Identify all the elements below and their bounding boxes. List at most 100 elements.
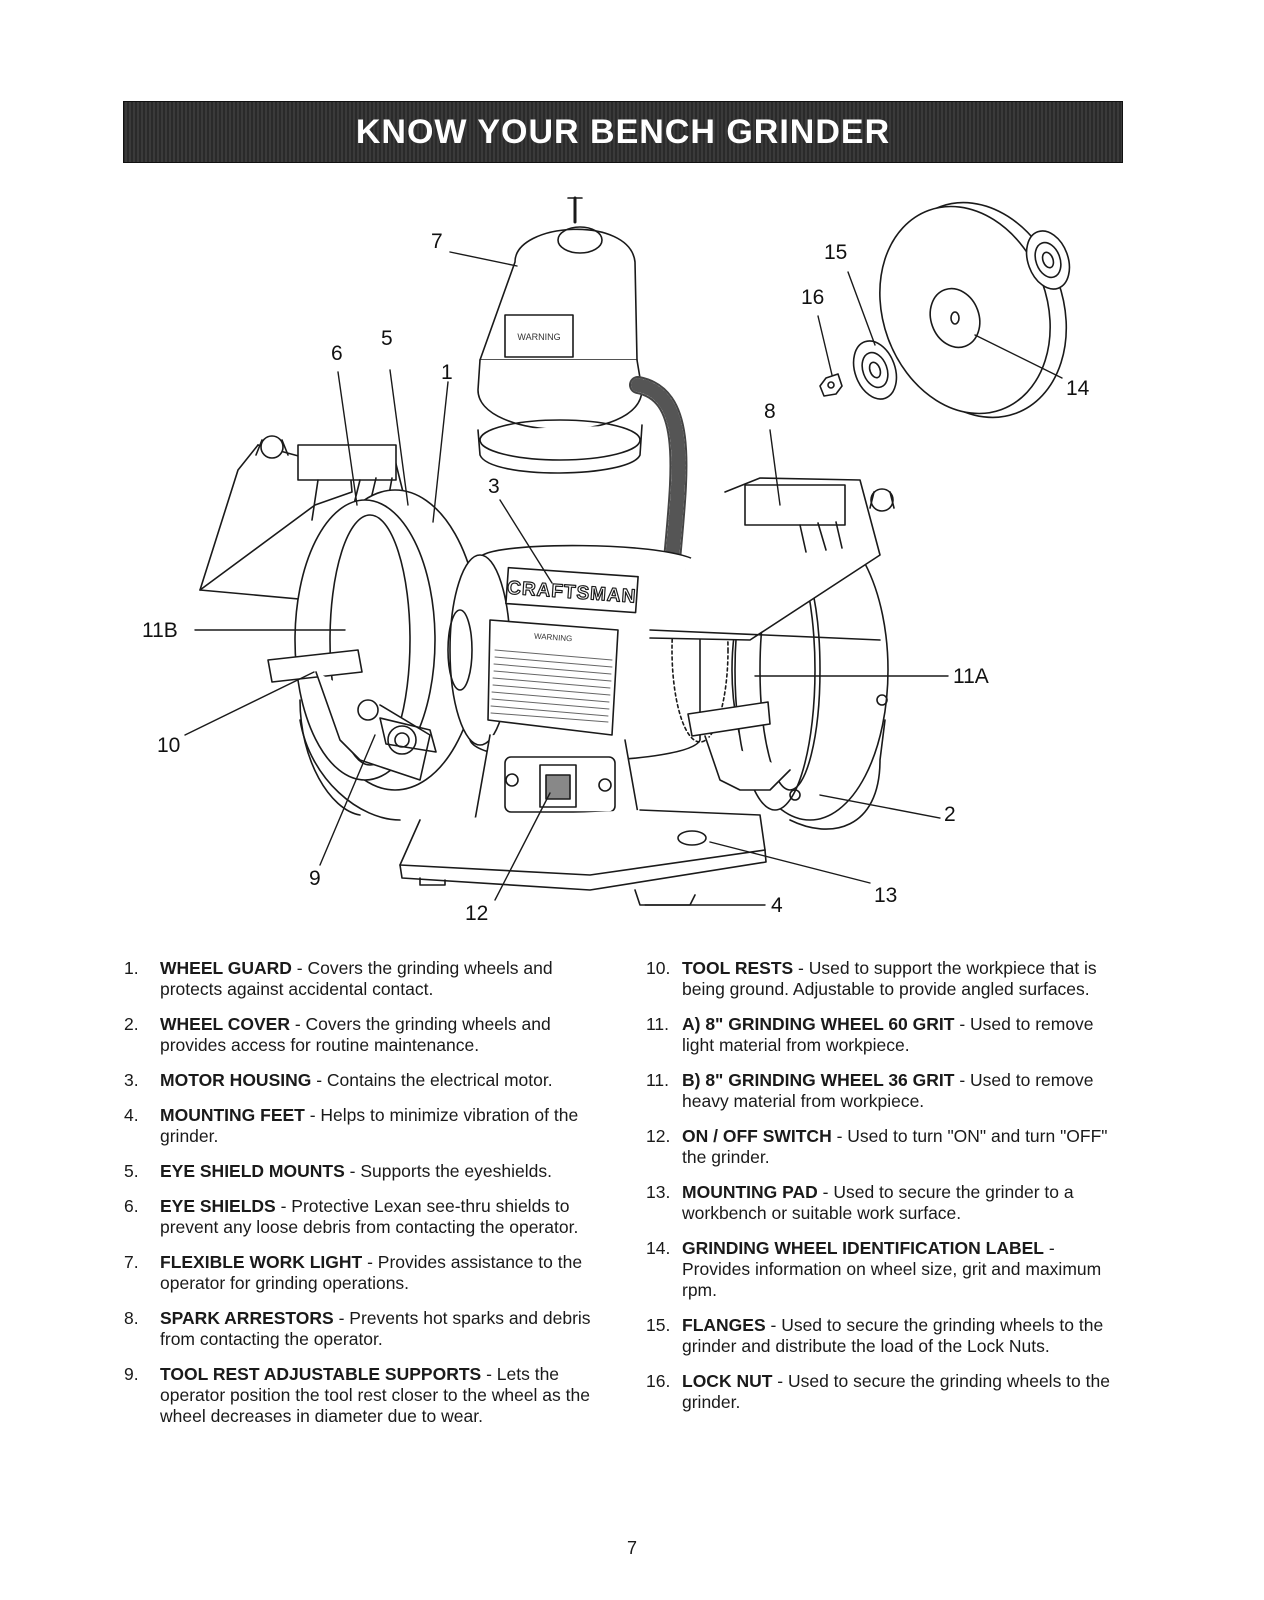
callout-11a: 11A <box>953 665 989 688</box>
callout-7: 7 <box>431 230 443 253</box>
work-light-illustration: WARNING <box>477 196 643 474</box>
legend-item-number: 15. <box>646 1315 671 1335</box>
legend-item: 4.MOUNTING FEET - Helps to minimize vibr… <box>124 1105 579 1146</box>
section-banner: KNOW YOUR BENCH GRINDER <box>123 101 1123 163</box>
legend-item-number: 7. <box>124 1252 139 1272</box>
legend-item-term: TOOL RESTS <box>682 958 794 978</box>
legend-item: 6.EYE SHIELDS - Protective Lexan see-thr… <box>124 1196 579 1237</box>
legend-item-number: 3. <box>124 1070 139 1090</box>
legend-item-number: 8. <box>124 1308 139 1328</box>
callout-8: 8 <box>764 400 776 423</box>
callout-15: 15 <box>824 241 848 264</box>
legend-item-description: Provides assistance to the operator for … <box>160 1252 583 1293</box>
legend-item-number: 11. <box>646 1014 670 1034</box>
left-tool-rest-illustration <box>267 649 437 781</box>
base-illustration <box>399 734 767 906</box>
legend-item-term: FLEXIBLE WORK LIGHT <box>160 1252 363 1272</box>
motor-housing-illustration: CRAFTSMAN WARNING <box>447 544 729 762</box>
callout-13: 13 <box>874 884 898 907</box>
legend-item-description: Provides information on wheel size, grit… <box>682 1259 1102 1300</box>
gooseneck-illustration <box>629 376 688 569</box>
legend-item-term: FLANGES <box>682 1315 766 1335</box>
legend-item: 1.WHEEL GUARD - Covers the grinding whee… <box>124 958 553 999</box>
legend-item-term: MOUNTING PAD <box>682 1182 818 1202</box>
legend-item-term: WHEEL GUARD <box>160 958 292 978</box>
legend-item: 16.LOCK NUT - Used to secure the grindin… <box>646 1371 1110 1412</box>
callout-14: 14 <box>1066 377 1090 400</box>
legend-item: 5.EYE SHIELD MOUNTS - Supports the eyesh… <box>124 1161 552 1181</box>
legend-item-term: ON / OFF SWITCH <box>682 1126 832 1146</box>
body-warning-label: WARNING <box>534 632 573 644</box>
legend-item-description: Used to secure the grinder to a workbenc… <box>682 1182 1074 1223</box>
legend-item: 3.MOTOR HOUSING - Contains the electrica… <box>124 1070 553 1090</box>
callout-10: 10 <box>157 734 181 757</box>
legend-item: 10.TOOL RESTS - Used to support the work… <box>646 958 1097 999</box>
legend-item-description: Used to turn "ON" and turn "OFF" the gri… <box>682 1126 1108 1167</box>
legend-item-number: 14. <box>646 1238 671 1258</box>
legend-item: 2.WHEEL COVER - Covers the grinding whee… <box>124 1014 551 1055</box>
callout-5: 5 <box>381 327 393 350</box>
legend-item-number: 10. <box>646 958 671 978</box>
legend-item-term: LOCK NUT <box>682 1371 773 1391</box>
legend-item-term: A) 8" GRINDING WHEEL 60 GRIT <box>682 1014 955 1034</box>
legend-item-description: Used to secure the grinding wheels to th… <box>682 1371 1110 1412</box>
legend-item-description: Covers the grinding wheels and protects … <box>160 958 553 999</box>
legend-item-number: 16. <box>646 1371 671 1391</box>
callout-2: 2 <box>944 803 956 826</box>
legend-item-term: MOTOR HOUSING <box>160 1070 312 1090</box>
legend-item-term: EYE SHIELD MOUNTS <box>160 1161 345 1181</box>
legend-right-column: 10.TOOL RESTS - Used to support the work… <box>646 958 1126 1427</box>
legend-item-term: B) 8" GRINDING WHEEL 36 GRIT <box>682 1070 955 1090</box>
legend-left-column: 1.WHEEL GUARD - Covers the grinding whee… <box>124 958 604 1441</box>
right-eye-shield-illustration <box>649 477 895 641</box>
callout-16: 16 <box>801 286 825 309</box>
legend-item: 12.ON / OFF SWITCH - Used to turn "ON" a… <box>646 1126 1108 1167</box>
legend-item-description: Supports the eyeshields. <box>360 1161 552 1181</box>
legend-item-description: Lets the operator position the tool rest… <box>160 1364 590 1426</box>
legend-item: 11.A) 8" GRINDING WHEEL 60 GRIT - Used t… <box>646 1014 1094 1055</box>
legend-item-term: EYE SHIELDS <box>160 1196 276 1216</box>
legend-item-number: 1. <box>124 958 139 978</box>
legend-item-term: SPARK ARRESTORS <box>160 1308 334 1328</box>
legend-item-number: 13. <box>646 1182 671 1202</box>
legend-item-description: Protective Lexan see-thru shields to pre… <box>160 1196 579 1237</box>
legend-item-term: TOOL REST ADJUSTABLE SUPPORTS <box>160 1364 482 1384</box>
lamp-warning-label: WARNING <box>517 332 560 342</box>
legend-item-number: 12. <box>646 1126 671 1146</box>
right-tool-rest-illustration <box>687 701 791 791</box>
legend-item-description: Contains the electrical motor. <box>326 1070 553 1090</box>
callout-1: 1 <box>441 361 453 384</box>
legend-item-description: Used to remove light material from workp… <box>682 1014 1094 1055</box>
legend-item-description: Used to support the workpiece that is be… <box>682 958 1097 999</box>
callout-9: 9 <box>309 867 321 890</box>
legend-item: 8.SPARK ARRESTORS - Prevents hot sparks … <box>124 1308 591 1349</box>
legend-item-description: Used to remove heavy material from workp… <box>682 1070 1094 1111</box>
legend-item-number: 9. <box>124 1364 139 1384</box>
callout-6: 6 <box>331 342 343 365</box>
callout-11b: 11B <box>142 619 178 642</box>
legend-item-description: Prevents hot sparks and debris from cont… <box>160 1308 591 1349</box>
legend-item-description: Helps to minimize vibration of the grind… <box>160 1105 579 1146</box>
legend-item: 14.GRINDING WHEEL IDENTIFICATION LABEL -… <box>646 1238 1102 1300</box>
callout-12: 12 <box>465 902 489 925</box>
legend-item: 9.TOOL REST ADJUSTABLE SUPPORTS - Lets t… <box>124 1364 590 1426</box>
legend-item-number: 6. <box>124 1196 139 1216</box>
legend-item: 15.FLANGES - Used to secure the grinding… <box>646 1315 1104 1356</box>
callout-3: 3 <box>488 475 500 498</box>
legend-item-number: 2. <box>124 1014 139 1034</box>
legend-item-number: 11. <box>646 1070 670 1090</box>
legend-item-term: GRINDING WHEEL IDENTIFICATION LABEL <box>682 1238 1044 1258</box>
section-title: KNOW YOUR BENCH GRINDER <box>355 113 891 151</box>
legend-item-number: 4. <box>124 1105 139 1125</box>
legend-item-term: MOUNTING FEET <box>160 1105 305 1125</box>
leader-lines <box>184 251 1063 906</box>
legend-item: 7.FLEXIBLE WORK LIGHT - Provides assista… <box>124 1252 583 1293</box>
legend-item-description: Covers the grinding wheels and provides … <box>160 1014 551 1055</box>
legend-item-description: Used to secure the grinding wheels to th… <box>682 1315 1104 1356</box>
exploded-wheel-illustration <box>819 201 1071 419</box>
legend-item: 11.B) 8" GRINDING WHEEL 36 GRIT - Used t… <box>646 1070 1094 1111</box>
page-number: 7 <box>626 1538 637 1558</box>
warning-fine-print <box>490 649 613 723</box>
